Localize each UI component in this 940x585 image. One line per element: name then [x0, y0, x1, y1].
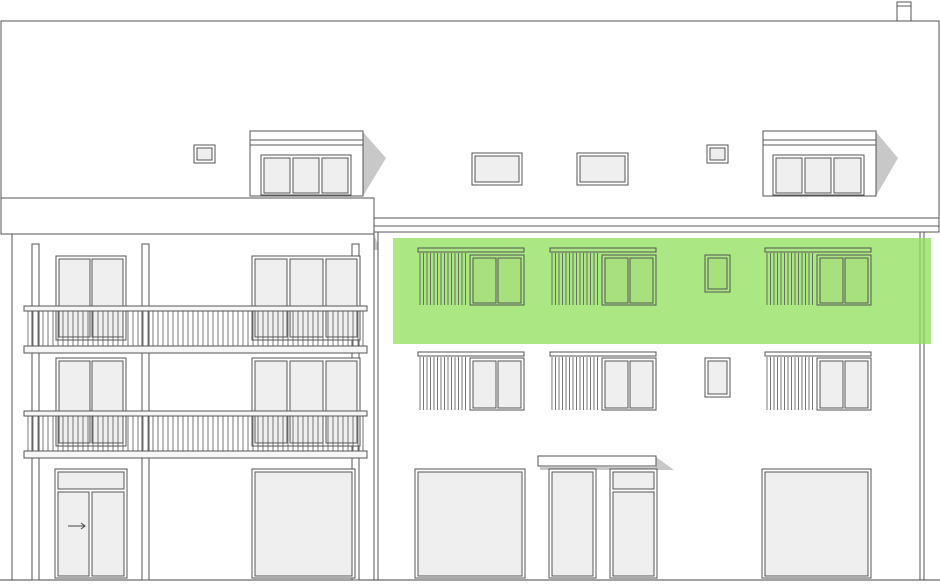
balcony-upper: [23, 305, 368, 354]
roof-skylights: [193, 144, 729, 186]
right-windows-upper: [417, 247, 872, 306]
left-ground-floor: [54, 468, 356, 579]
right-ground-floor: [414, 455, 872, 579]
balcony-middle: [23, 410, 368, 459]
right-windows-middle: [417, 351, 872, 411]
dormer-left: [249, 130, 386, 197]
chimney: [896, 1, 912, 22]
left-windows-middle: [55, 357, 361, 447]
dormer-right: [762, 130, 898, 197]
